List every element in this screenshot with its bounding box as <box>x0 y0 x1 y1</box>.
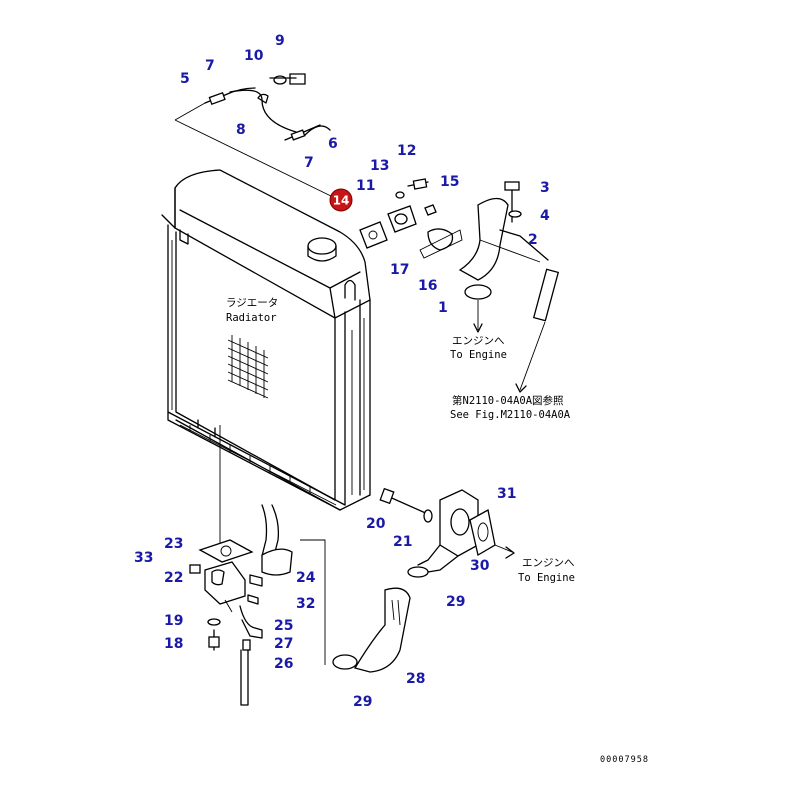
lower-hose-assembly <box>332 487 515 673</box>
highlighted-part-14[interactable]: 14 <box>329 188 353 212</box>
label-27: 27 <box>274 636 293 652</box>
label-6: 6 <box>328 136 338 152</box>
label-32: 32 <box>296 596 315 612</box>
label-3: 3 <box>540 180 550 196</box>
label-20: 20 <box>366 516 386 532</box>
label-7a: 7 <box>205 58 215 74</box>
radiator-assembly <box>161 169 371 511</box>
label-2: 2 <box>528 232 538 248</box>
radiator-label-jp: ラジエータ <box>226 297 278 309</box>
part-labels: 1 2 3 4 5 6 7 7 8 9 10 11 12 13 15 16 17… <box>134 33 550 710</box>
radiator-label-en: Radiator <box>226 312 277 324</box>
diagram-notes: ラジエータ Radiator エンジンへ To Engine 第N2110-04… <box>226 297 649 765</box>
see-fig-label-jp: 第N2110-04A0A図参照 <box>452 394 564 407</box>
label-1: 1 <box>438 300 448 316</box>
label-4: 4 <box>540 208 550 224</box>
drain-valve-assembly <box>189 425 326 706</box>
to-engine-label-en-2: To Engine <box>518 572 575 584</box>
upper-hose-assembly <box>359 178 560 393</box>
label-19: 19 <box>164 613 183 629</box>
label-21: 21 <box>393 534 412 550</box>
label-22: 22 <box>164 570 183 586</box>
label-12: 12 <box>397 143 416 159</box>
label-8: 8 <box>236 122 246 138</box>
label-15: 15 <box>440 174 459 190</box>
label-25: 25 <box>274 618 293 634</box>
label-14: 14 <box>333 194 350 208</box>
to-engine-label-en-1: To Engine <box>450 349 507 361</box>
label-17: 17 <box>390 262 409 278</box>
label-26: 26 <box>274 656 293 672</box>
label-13: 13 <box>370 158 389 174</box>
to-engine-label-jp-1: エンジンへ <box>452 335 505 347</box>
label-30: 30 <box>470 558 490 574</box>
label-11: 11 <box>356 178 375 194</box>
label-31: 31 <box>497 486 516 502</box>
label-10: 10 <box>244 48 264 64</box>
to-engine-label-jp-2: エンジンへ <box>522 557 575 569</box>
label-5: 5 <box>180 71 190 87</box>
label-29b: 29 <box>353 694 372 710</box>
label-33: 33 <box>134 550 153 566</box>
document-id: 00007958 <box>600 755 649 765</box>
label-9: 9 <box>275 33 285 49</box>
see-fig-label-en: See Fig.M2110-04A0A <box>450 409 571 421</box>
label-18: 18 <box>164 636 183 652</box>
label-29a: 29 <box>446 594 465 610</box>
label-7b: 7 <box>304 155 314 171</box>
label-28: 28 <box>406 671 425 687</box>
overflow-tube-assembly <box>174 73 336 199</box>
label-23: 23 <box>164 536 183 552</box>
label-24: 24 <box>296 570 316 586</box>
label-16: 16 <box>418 278 437 294</box>
